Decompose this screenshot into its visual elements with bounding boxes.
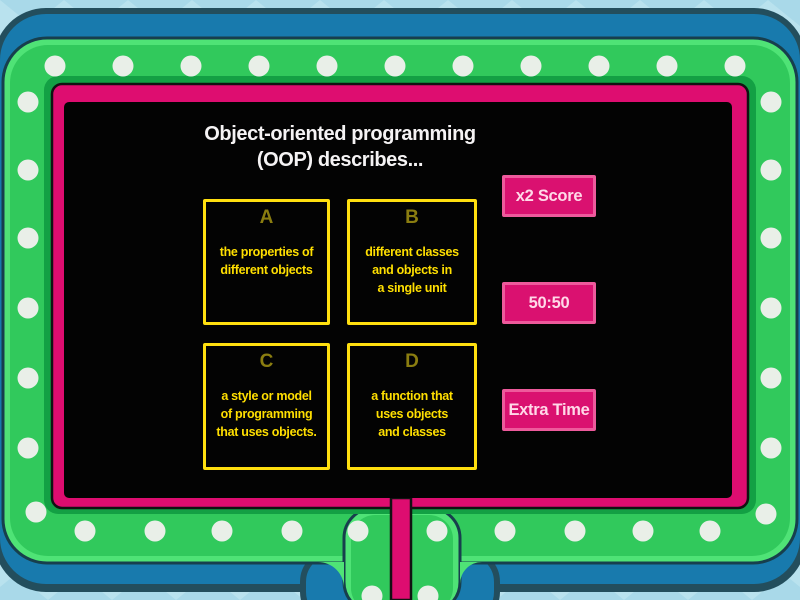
tv-stand-fillet-right (460, 562, 482, 584)
answer-text: the properties of different objects (219, 245, 314, 277)
answer-option-d[interactable]: D a function that uses objects and class… (347, 343, 477, 470)
answer-text: a function that uses objects and classes (371, 389, 453, 439)
question-text: Object-oriented programming (OOP) descri… (204, 123, 476, 171)
extra-time-button[interactable]: Extra Time (502, 389, 596, 431)
answer-letter: C (259, 351, 274, 372)
answer-letter: B (405, 207, 419, 228)
tv-stand-pink-column (389, 496, 413, 600)
answer-text: different classes and objects in a singl… (365, 245, 459, 295)
quiz-screen (64, 102, 732, 498)
powerup-buttons: x2 Score 50:50 Extra Time (502, 175, 596, 431)
tv-stand-fillet-left (318, 562, 344, 588)
answer-option-b[interactable]: B different classes and objects in a sin… (347, 199, 477, 325)
answer-option-a[interactable]: A the properties of different objects (203, 199, 330, 325)
answer-letter: D (405, 351, 419, 372)
answer-letter: A (259, 207, 274, 228)
x2-score-button[interactable]: x2 Score (502, 175, 596, 217)
answer-grid: A the properties of different objects B … (203, 199, 477, 470)
fifty-fifty-button[interactable]: 50:50 (502, 282, 596, 324)
answer-text: a style or model of programming that use… (216, 389, 317, 439)
light-bulb-dots (17, 55, 782, 600)
answer-option-c[interactable]: C a style or model of programming that u… (203, 343, 330, 470)
